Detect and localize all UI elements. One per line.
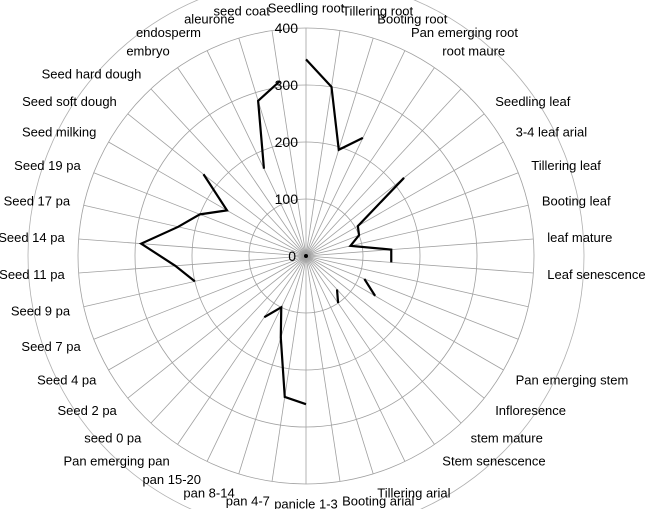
grid-spoke — [177, 255, 307, 445]
category-label: Pan emerging pan — [63, 453, 169, 468]
grid-spoke — [271, 255, 307, 482]
category-label: Booting arial — [342, 494, 414, 509]
category-label: Seed 17 pa — [4, 193, 71, 208]
grid-spoke — [305, 255, 529, 308]
category-label: Booting root — [377, 12, 447, 27]
category-label: Infloresence — [495, 403, 566, 418]
tick-label: 0 — [288, 248, 296, 264]
category-label: aleurone — [184, 12, 235, 27]
grid-spoke — [305, 255, 462, 424]
category-label: Seed 14 pa — [0, 230, 65, 245]
grid-spoke — [150, 88, 307, 257]
grid-spoke — [305, 67, 435, 257]
grid-spoke — [305, 113, 485, 257]
grid-spoke — [305, 50, 406, 257]
radar-grid — [27, 0, 585, 509]
grid-spoke — [305, 204, 529, 257]
category-label: Stem senescence — [442, 453, 545, 468]
category-label: stem mature — [471, 430, 543, 445]
grid-spoke — [206, 255, 307, 462]
grid-spoke — [93, 255, 307, 340]
grid-spoke — [305, 255, 435, 445]
series-line — [138, 173, 229, 283]
grid-spoke — [83, 204, 307, 257]
grid-spoke — [305, 30, 341, 257]
grid-spoke — [127, 255, 307, 399]
category-label: Seed hard dough — [42, 67, 142, 82]
series-line — [305, 58, 364, 152]
category-label: Pan emerging stem — [516, 373, 629, 388]
category-label: embryo — [126, 44, 169, 59]
category-label: Seed 4 pa — [37, 373, 97, 388]
category-label: seed 0 pa — [84, 430, 142, 445]
category-label: pan 15-20 — [142, 472, 201, 487]
category-label: Tillering root — [342, 3, 413, 18]
grid-spoke — [108, 141, 307, 257]
series-line — [363, 278, 377, 297]
tick-label: 400 — [275, 20, 299, 36]
category-label: panicle 1-3 — [274, 497, 338, 509]
radar-series — [138, 58, 405, 406]
category-label: seed coat — [214, 3, 271, 18]
category-label: Seed 9 pa — [11, 304, 71, 319]
radial-tick-labels: 0 100 200 300 400 — [275, 20, 299, 264]
grid-spoke — [305, 255, 374, 474]
series-line — [348, 177, 405, 263]
category-label: Pan emerging root — [411, 25, 518, 40]
grid-spoke — [78, 238, 307, 257]
grid-spoke — [305, 255, 406, 462]
category-label: leaf mature — [547, 230, 612, 245]
grid-spoke — [305, 238, 534, 257]
tick-label: 300 — [275, 77, 299, 93]
grid-spoke — [305, 88, 462, 257]
grid-spoke — [305, 38, 374, 257]
tick-label: 200 — [275, 134, 299, 150]
series-line — [335, 289, 340, 304]
series-line — [256, 80, 281, 169]
category-label: root maure — [442, 44, 505, 59]
category-label: pan 4-7 — [226, 494, 270, 509]
category-label: Seed 2 pa — [58, 403, 118, 418]
grid-spoke — [238, 255, 307, 474]
category-label: Booting leaf — [542, 193, 611, 208]
grid-spoke — [305, 255, 504, 371]
category-label: Seed 7 pa — [21, 339, 81, 354]
grid-spoke — [305, 255, 519, 340]
grid-spoke — [305, 255, 485, 399]
category-label: Seed 19 pa — [14, 158, 81, 173]
category-label: 3-4 leaf arial — [516, 125, 588, 140]
category-label: Seed soft dough — [22, 94, 117, 109]
category-label: Seed 11 pa — [0, 267, 65, 282]
grid-spoke — [271, 30, 307, 257]
tick-label: 100 — [275, 191, 299, 207]
category-label: endosperm — [136, 25, 201, 40]
grid-spoke — [238, 38, 307, 257]
outer-boundary-ring — [27, 0, 585, 509]
category-label: Tillering arial — [377, 486, 450, 501]
grid-spoke — [305, 255, 341, 482]
grid-spoke — [78, 255, 307, 274]
grid-spoke — [305, 172, 519, 257]
grid-spoke — [127, 113, 307, 257]
category-label: Tillering leaf — [531, 158, 601, 173]
category-label: Seedling root — [268, 1, 345, 16]
grid-spoke — [305, 141, 504, 257]
category-label: Leaf senescence — [547, 267, 645, 282]
grid-spoke — [206, 50, 307, 257]
grid-spoke — [305, 255, 534, 274]
category-label: pan 8-14 — [183, 486, 234, 501]
grid-spoke — [150, 255, 307, 424]
center-point — [304, 254, 308, 258]
grid-spoke — [108, 255, 307, 371]
grid-spoke — [177, 67, 307, 257]
series-line — [263, 305, 307, 406]
category-label: Seedling leaf — [495, 94, 571, 109]
category-label: Seed milking — [22, 125, 96, 140]
